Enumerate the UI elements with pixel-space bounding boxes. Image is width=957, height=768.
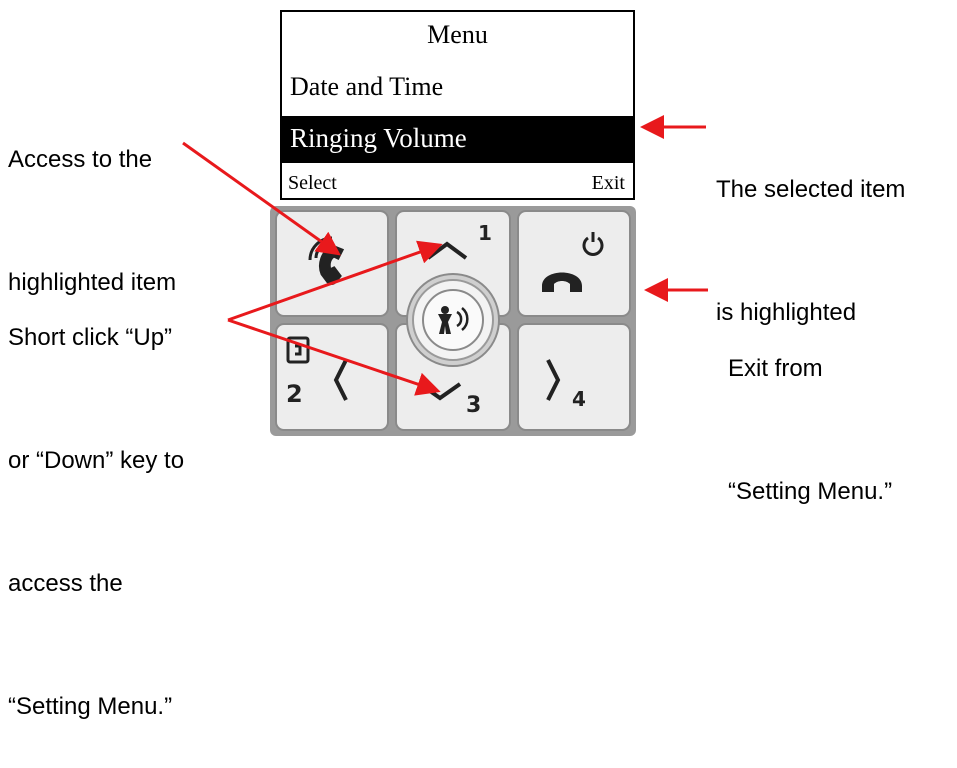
annotation-short-click: Short click “Up” or “Down” key to access… [8, 235, 184, 768]
softkey-select[interactable]: Select [288, 172, 337, 194]
annotation-line: The selected item [716, 176, 906, 203]
annotation-selected-highlighted: The selected item is highlighted [716, 87, 905, 374]
contact-key[interactable] [275, 323, 389, 431]
annotation-line: access the [8, 570, 123, 597]
annotation-line: highlighted item [8, 269, 177, 296]
menu-item-date-time[interactable]: Date and Time [290, 72, 444, 101]
right-key-number: 4 [572, 387, 586, 411]
menu-item-ringing-volume-highlighted[interactable]: Ringing Volume [282, 116, 633, 163]
annotation-line: Access to the [8, 146, 153, 173]
hangup-key[interactable] [517, 210, 631, 317]
down-key-number: 3 [466, 393, 481, 418]
menu-item-label: Ringing Volume [290, 123, 467, 153]
right-chevron-icon [546, 359, 561, 401]
annotation-line: “Setting Menu.” [8, 693, 173, 720]
annotation-exit-from: Exit from “Setting Menu.” [728, 266, 892, 553]
left-key-number: 2 [286, 380, 303, 408]
emergency-ptt-icon [438, 306, 469, 334]
screen-title: Menu [427, 20, 488, 49]
emergency-key[interactable] [422, 289, 484, 351]
annotation-line: Short click “Up” [8, 324, 173, 351]
annotation-access-highlighted: Access to the highlighted item [8, 57, 176, 344]
annotation-line: “Setting Menu.” [728, 478, 893, 505]
keypad: 1 2 3 4 [270, 206, 636, 436]
right-key[interactable] [517, 323, 631, 431]
annotation-line: is highlighted [716, 299, 857, 326]
annotation-line: Exit from [728, 355, 823, 382]
annotation-line: or “Down” key to [8, 447, 185, 474]
phone-screen: Menu Date and Time Ringing Volume Select… [280, 10, 635, 200]
softkey-exit[interactable]: Exit [591, 172, 625, 194]
call-key[interactable] [275, 210, 389, 317]
power-icon [582, 232, 604, 256]
hangup-icon [542, 272, 582, 292]
up-key-number: 1 [478, 221, 492, 245]
